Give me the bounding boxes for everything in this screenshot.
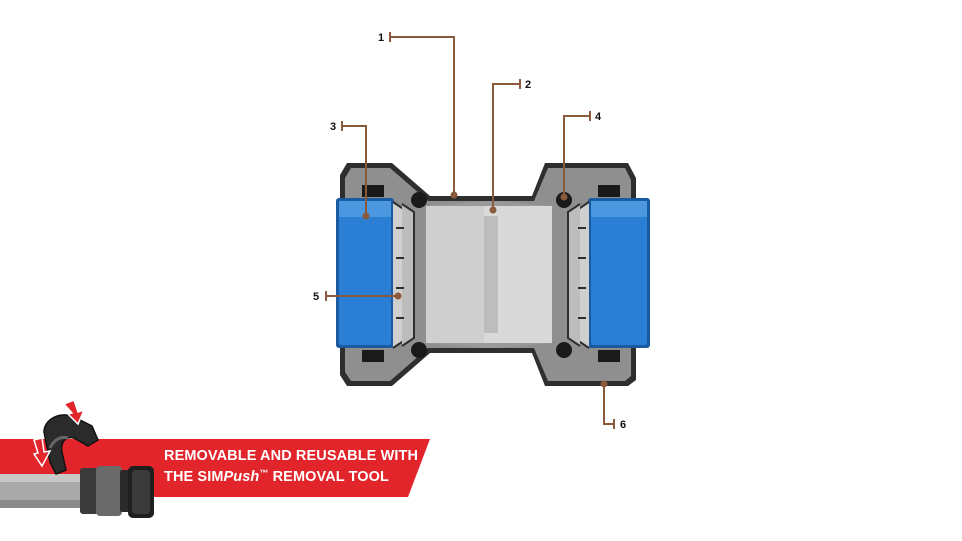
bore-taper-top [426, 201, 552, 206]
pipe-illustration [0, 466, 154, 518]
callout-4: 4 [595, 111, 602, 123]
leader-4 [563, 115, 590, 197]
callout-1: 1 [378, 32, 384, 44]
callout-6: 6 [620, 419, 626, 431]
leader-6 [603, 384, 614, 425]
bore-taper-bottom [426, 343, 552, 348]
leader-3 [342, 125, 367, 216]
banner-line-2-italic: Push [224, 469, 260, 485]
pipe-stop-left [426, 206, 484, 343]
leader-dots [362, 191, 608, 388]
banner-line-2-suffix: REMOVAL TOOL [268, 469, 389, 485]
o-ring-top-left [411, 192, 427, 208]
banner-line-2-tm: ™ [259, 468, 268, 478]
callout-5: 5 [313, 291, 319, 303]
leader-lines [325, 32, 615, 429]
callout-2: 2 [525, 79, 531, 91]
removal-tool-icon [43, 414, 99, 475]
o-ring-bottom-left [411, 342, 427, 358]
leader-1 [390, 36, 455, 195]
release-collars [362, 185, 620, 362]
banner-line-2-prefix: THE SIM [164, 469, 224, 485]
callout-3: 3 [330, 121, 336, 133]
o-ring-bottom-right [556, 342, 572, 358]
pipe-stop-center [484, 216, 498, 333]
pipe-right [588, 198, 650, 348]
pipe-left [336, 198, 394, 348]
banner-line-2: THE SIMPush™ REMOVAL TOOL [164, 468, 389, 485]
grab-ring-right [567, 201, 590, 349]
banner-line-1: REMOVABLE AND REUSABLE WITH [164, 448, 418, 464]
leader-2 [492, 83, 520, 210]
arrow-down-icon [32, 399, 86, 468]
grab-ring-left [392, 201, 415, 349]
